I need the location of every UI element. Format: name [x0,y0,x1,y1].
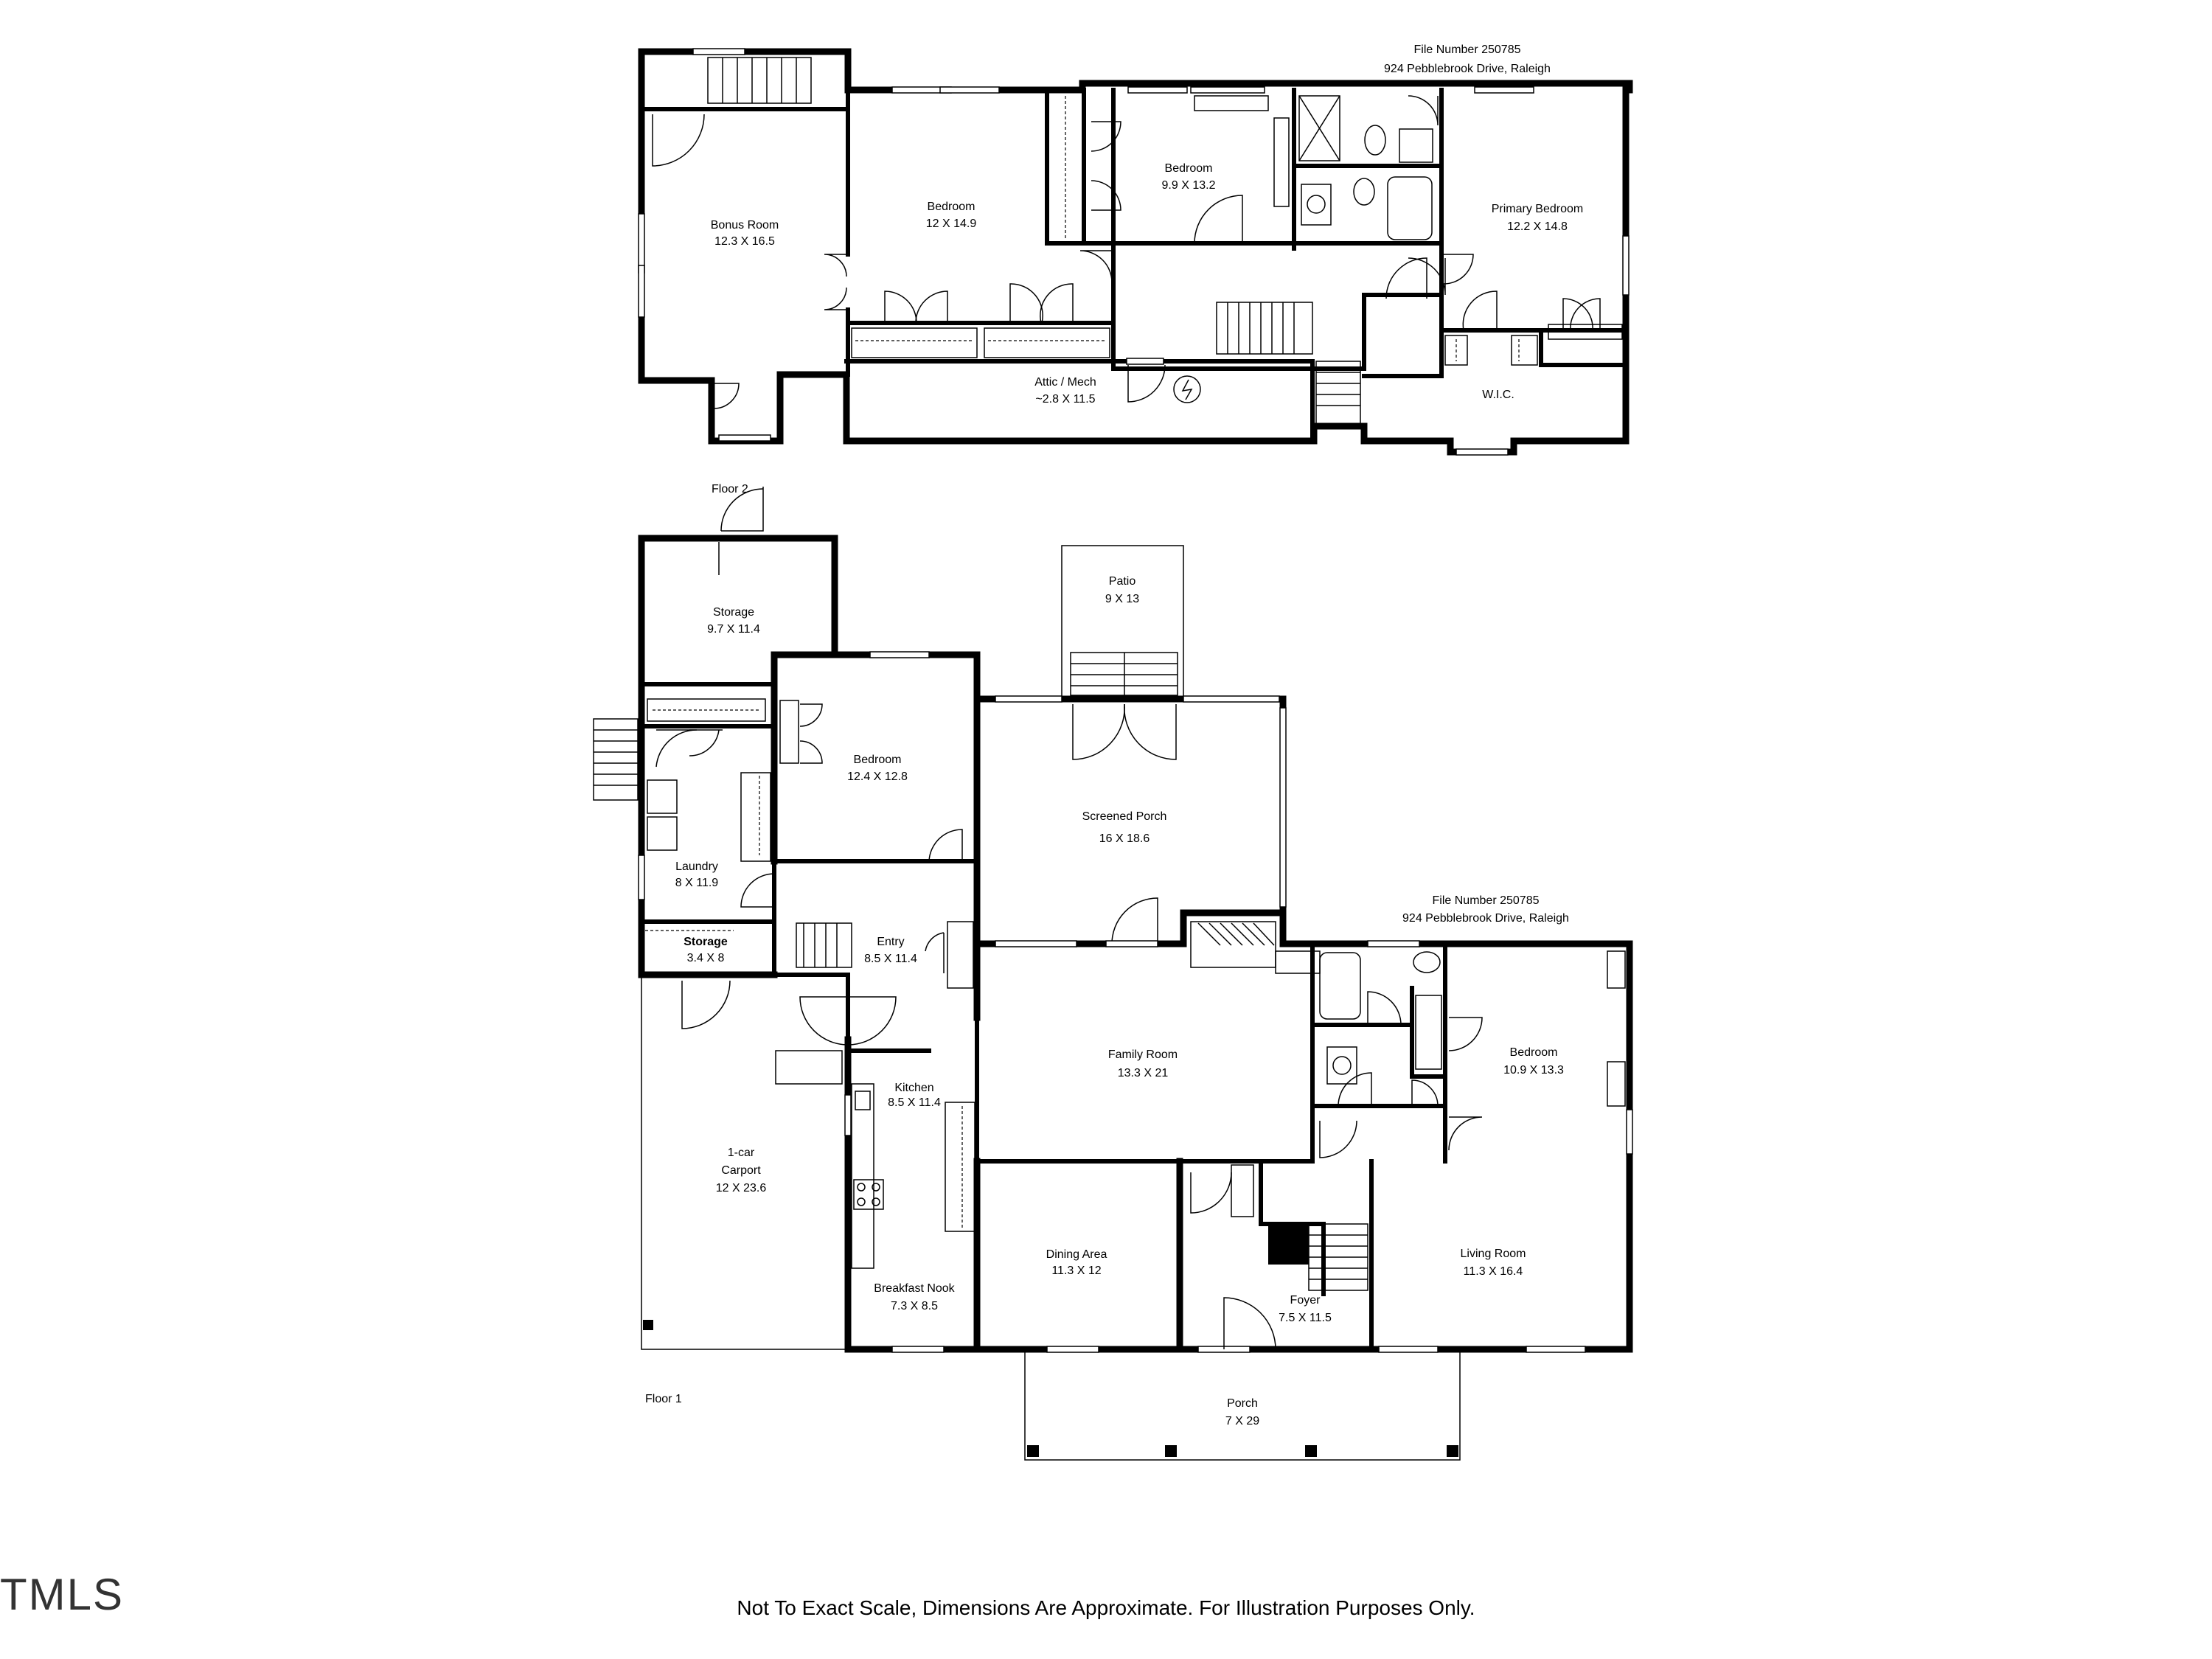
room-dims: 13.3 X 21 [1118,1067,1169,1079]
room-dims: 12 X 14.9 [926,218,977,230]
room-label: Living Room [1461,1248,1526,1260]
room-dims: 10.9 X 13.3 [1503,1064,1564,1077]
room-label: Bedroom [1510,1046,1558,1059]
floor-1: File Number 250785 924 Pebblebrook Drive… [593,535,1633,1461]
room-dims: 12 X 23.6 [716,1182,767,1194]
room-label: Patio [1109,575,1136,588]
room-label: Primary Bedroom [1492,203,1583,215]
room-label: Porch [1227,1397,1258,1410]
room-label: Attic / Mech [1034,376,1096,389]
room-label: Breakfast Nook [874,1282,955,1295]
room-dims: 7.5 X 11.5 [1279,1312,1332,1324]
room-dims: 7.3 X 8.5 [891,1300,938,1312]
room-dims: 8 X 11.9 [675,877,719,889]
room-dims: 7 X 29 [1225,1415,1259,1427]
disclaimer: Not To Exact Scale, Dimensions Are Appro… [737,1596,1475,1619]
room-label: Laundry [675,860,718,873]
room-label: Storage [713,606,754,619]
room-label: Bedroom [854,754,902,766]
floor2-outer-wall [638,48,1633,456]
floor2-file-number: File Number 250785 [1414,44,1521,56]
floor-2: File Number 250785 924 Pebblebrook Drive… [638,44,1633,532]
room-label: Foyer [1290,1294,1321,1307]
room-label: Carport [721,1164,761,1177]
room-dims: 16 X 18.6 [1099,832,1150,845]
room-dims: 8.5 X 11.4 [888,1096,941,1109]
floor1-address: 924 Pebblebrook Drive, Raleigh [1402,912,1569,925]
room-dims: ~2.8 X 11.5 [1035,393,1095,406]
room-label: Family Room [1108,1048,1178,1061]
room-dims: 9.7 X 11.4 [707,623,760,636]
floor1-label: Floor 1 [645,1393,682,1405]
room-dims: 12.2 X 14.8 [1507,220,1568,233]
floor2-label: Floor 2 [712,483,748,495]
room-label: Storage [684,936,728,948]
room-dims: 3.4 X 8 [687,952,725,964]
room-label: Kitchen [894,1082,933,1094]
room-dims: 11.3 X 16.4 [1464,1265,1523,1278]
room-label: Dining Area [1046,1248,1107,1261]
room-dims: 12.3 X 16.5 [714,235,775,248]
room-label: Bedroom [928,201,975,213]
room-label: Bonus Room [711,219,779,232]
floor2-address: 924 Pebblebrook Drive, Raleigh [1384,63,1551,75]
room-label: Bedroom [1165,162,1213,175]
room-dims: 9 X 13 [1105,593,1139,605]
room-label: Screened Porch [1082,810,1167,823]
room-label: W.I.C. [1482,389,1514,401]
room-dims: 9.9 X 13.2 [1162,179,1216,192]
room-label: Entry [877,936,904,948]
room-label: 1-car [728,1147,755,1159]
floor1-file-number: File Number 250785 [1433,894,1540,907]
mls-logo: TMLS [0,1570,125,1619]
room-dims: 11.3 X 12 [1051,1265,1101,1277]
room-dims: 8.5 X 11.4 [864,953,917,965]
room-dims: 12.4 X 12.8 [847,771,908,783]
